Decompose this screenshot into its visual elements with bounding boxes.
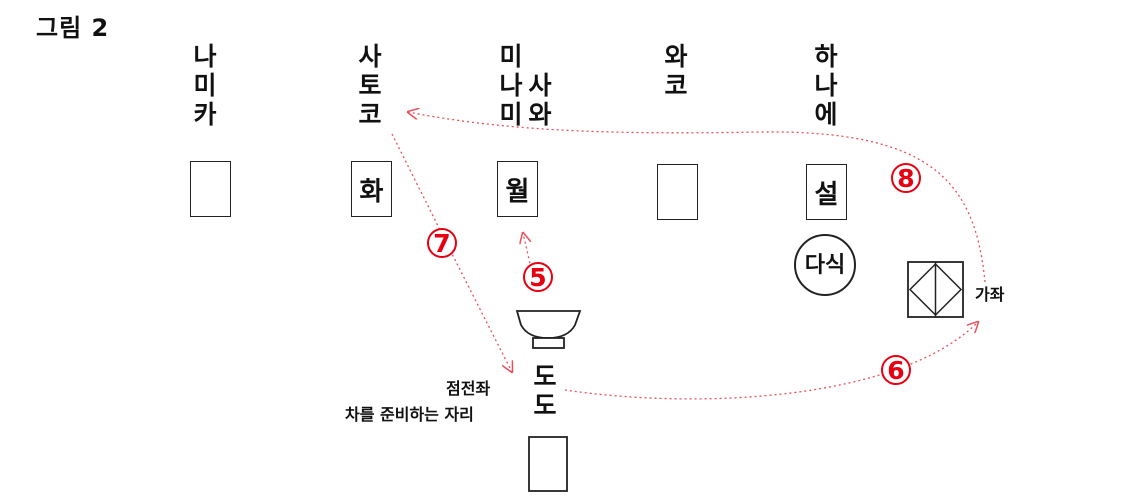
- guest-name-char: 나: [193, 42, 217, 71]
- guest-name-char: 하: [814, 42, 838, 71]
- guest-name-char: 코: [664, 71, 688, 100]
- path-8: [408, 112, 986, 283]
- guest-name-char: 나: [814, 71, 838, 100]
- guest-name-hanae: 하 나 에: [809, 42, 843, 129]
- guest-name-char: 토: [358, 71, 382, 100]
- host-name-char: 도: [533, 362, 557, 391]
- guest-name-char: 와: [528, 100, 552, 129]
- guest-name-namika: 나 미 카: [188, 42, 222, 129]
- guest-name-wako: 와 코: [659, 42, 693, 100]
- guest-name-char: 미: [499, 42, 523, 71]
- seat-card-satoko: 화: [351, 161, 392, 217]
- guest-name-char: 나: [499, 71, 523, 100]
- kaza-label: 가좌: [975, 285, 1005, 304]
- guest-name-satoko: 사 토 코: [353, 42, 387, 129]
- step-7-badge: 7: [427, 228, 457, 258]
- host-name-dodo: 도 도: [528, 362, 562, 420]
- temae-seat-description: 차를 준비하는 자리: [345, 405, 474, 424]
- seat-card-minami-sawa: 월: [497, 161, 538, 217]
- temae-seat-label: 점전좌: [446, 379, 491, 398]
- guest-name-char: 코: [358, 100, 382, 129]
- guest-name-char: 사: [528, 71, 552, 100]
- dashiki-circle: [794, 234, 856, 296]
- dashiki-label: 다식: [804, 253, 846, 278]
- step-8-badge: 8: [891, 163, 921, 193]
- card-character: 화: [359, 176, 384, 207]
- card-character: 월: [505, 176, 530, 207]
- temae-card: [528, 436, 568, 492]
- step-6-badge: 6: [881, 355, 911, 385]
- host-name-char: 도: [533, 391, 557, 420]
- guest-name-char: 사: [358, 42, 382, 71]
- guest-name-char: 와: [664, 42, 688, 71]
- seat-card-namika: [190, 161, 231, 217]
- figure-title: 그림 2: [36, 14, 110, 42]
- kaza-icon: [907, 261, 964, 318]
- card-character: 설: [814, 179, 839, 210]
- guest-name-char: 미: [499, 100, 523, 129]
- guest-name-minami-sawa-col2: 사 와: [523, 71, 557, 129]
- guest-name-char: 에: [814, 100, 838, 129]
- guest-name-minami-sawa-col1: 미 나 미: [494, 42, 528, 129]
- seat-card-wako: [657, 164, 698, 220]
- tea-bowl-icon: [515, 310, 582, 349]
- path-6: [564, 322, 978, 400]
- seat-card-hanae: 설: [806, 164, 847, 220]
- guest-name-char: 카: [193, 100, 217, 129]
- step-5-badge: 5: [523, 262, 553, 292]
- guest-name-char: 미: [193, 71, 217, 100]
